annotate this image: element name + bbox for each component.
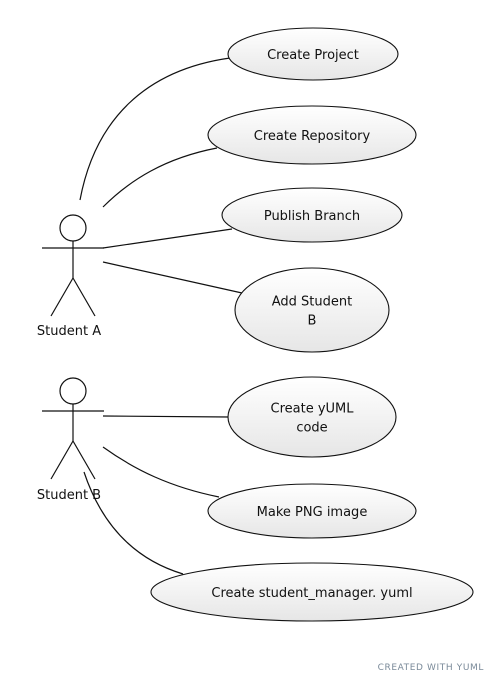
associations: [79, 57, 243, 575]
use-case-ellipse: [227, 376, 397, 458]
association-student_a-create_project: [79, 57, 231, 201]
use-case-ellipse: [227, 27, 399, 81]
use-case-ellipse: [221, 187, 403, 243]
use-case-create-yuml-code: Create yUML code: [227, 376, 397, 458]
association-student_a-create_repository: [102, 147, 218, 208]
use-case-label: Add Student: [272, 295, 352, 310]
use-case-label: Create Project: [267, 48, 359, 63]
use-case-label: Create yUML: [271, 402, 355, 417]
use-case-label: B: [308, 314, 317, 329]
use-case-ellipse: [207, 105, 417, 165]
use-case-create-student-manager-yuml: Create student_manager. yuml: [150, 562, 474, 622]
use-case-create-project: Create Project: [227, 27, 399, 81]
association-student_b-make_png_image: [102, 446, 220, 498]
actor-student-a: Student A: [37, 214, 104, 339]
actor-student-b: Student B: [37, 377, 104, 503]
use-case-label: Create student_manager. yuml: [211, 586, 412, 601]
association-student_b-create_yuml_code: [102, 415, 230, 418]
actor-head: [59, 214, 87, 242]
use-case-label: Publish Branch: [264, 209, 360, 224]
use-case-create-repository: Create Repository: [207, 105, 417, 165]
watermark: CREATED WITH YUML: [377, 663, 484, 673]
actor-left-leg: [50, 277, 74, 317]
actor-left-leg: [50, 440, 74, 480]
use-case-publish-branch: Publish Branch: [221, 187, 403, 243]
use-case-ellipse: [207, 483, 417, 539]
actor-label: Student A: [37, 324, 101, 339]
actor-head: [59, 377, 87, 405]
association-student_a-add_student_b: [102, 261, 243, 294]
use-case-make-png-image: Make PNG image: [207, 483, 417, 539]
actors: Student A Student B: [37, 214, 104, 503]
use-case-label: Make PNG image: [257, 505, 368, 520]
use-case-ellipse: [150, 562, 474, 622]
use-case-label: code: [296, 421, 327, 436]
actor-right-leg: [72, 277, 96, 317]
use-case-label: Create Repository: [254, 129, 371, 144]
association-student_a-publish_branch: [102, 228, 233, 249]
use-case-ellipse: [234, 267, 390, 353]
actor-right-leg: [72, 440, 96, 480]
association-student_b-create_student_manager_yuml: [83, 471, 184, 575]
actor-label: Student B: [37, 488, 101, 503]
